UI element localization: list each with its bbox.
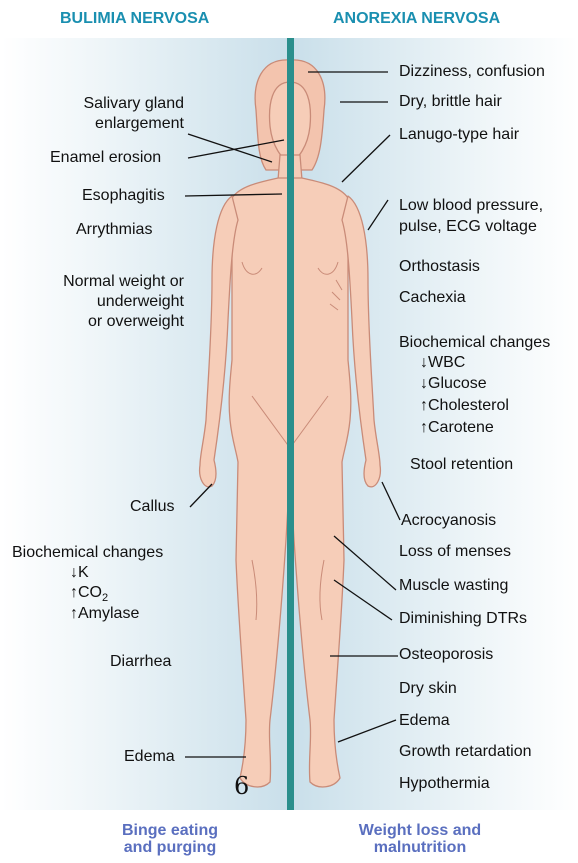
label-muscle-wasting: Muscle wasting xyxy=(399,576,508,596)
label-biochem-k: ↓K xyxy=(70,563,89,583)
footer-bulimia-line1: Binge eating xyxy=(100,822,240,839)
label-weight-line1: Normal weight or xyxy=(63,272,184,292)
center-divider xyxy=(287,38,294,810)
label-loss-of-menses: Loss of menses xyxy=(399,542,511,562)
co2-text: ↑CO xyxy=(70,584,102,601)
page-number: 6 xyxy=(234,772,249,800)
label-cachexia: Cachexia xyxy=(399,288,466,308)
label-dizziness: Dizziness, confusion xyxy=(399,62,545,82)
label-orthostasis: Orthostasis xyxy=(399,257,480,277)
label-carotene: ↑Carotene xyxy=(420,418,494,438)
label-salivary-line1: Salivary gland xyxy=(84,94,185,114)
label-weight-line2: underweight xyxy=(97,292,184,312)
footer-anorexia: Weight loss and malnutrition xyxy=(340,822,500,856)
label-biochem-right-title: Biochemical changes xyxy=(399,333,550,353)
label-osteoporosis: Osteoporosis xyxy=(399,645,493,665)
label-wbc: ↓WBC xyxy=(420,353,465,373)
label-hypothermia: Hypothermia xyxy=(399,774,490,794)
label-cholesterol: ↑Cholesterol xyxy=(420,396,509,416)
label-dry-skin: Dry skin xyxy=(399,679,457,699)
label-growth-retardation: Growth retardation xyxy=(399,742,532,762)
label-diminishing-dtrs: Diminishing DTRs xyxy=(399,609,527,629)
label-dry-hair: Dry, brittle hair xyxy=(399,92,502,112)
footer-bulimia-line2: and purging xyxy=(100,839,240,856)
label-stool-retention: Stool retention xyxy=(410,455,513,475)
label-weight-line3: or overweight xyxy=(88,312,184,332)
label-enamel-erosion: Enamel erosion xyxy=(50,148,161,168)
label-esophagitis: Esophagitis xyxy=(82,186,165,206)
label-edema-left: Edema xyxy=(124,747,175,767)
label-edema-right: Edema xyxy=(399,711,450,731)
footer-anorexia-line2: malnutrition xyxy=(340,839,500,856)
label-lanugo: Lanugo-type hair xyxy=(399,125,519,145)
label-arrythmias: Arrythmias xyxy=(76,220,152,240)
label-acrocyanosis: Acrocyanosis xyxy=(401,511,496,531)
label-blood-pressure-line2: pulse, ECG voltage xyxy=(399,217,537,237)
label-salivary-line2: enlargement xyxy=(95,114,184,134)
label-biochem-left-title: Biochemical changes xyxy=(12,543,163,563)
label-glucose: ↓Glucose xyxy=(420,374,487,394)
label-biochem-amylase: ↑Amylase xyxy=(70,604,139,624)
label-blood-pressure-line1: Low blood pressure, xyxy=(399,196,543,216)
label-callus: Callus xyxy=(130,497,174,517)
footer-bulimia: Binge eating and purging xyxy=(100,822,240,856)
footer-anorexia-line1: Weight loss and xyxy=(340,822,500,839)
label-diarrhea: Diarrhea xyxy=(110,652,171,672)
co2-subscript: 2 xyxy=(102,592,108,604)
